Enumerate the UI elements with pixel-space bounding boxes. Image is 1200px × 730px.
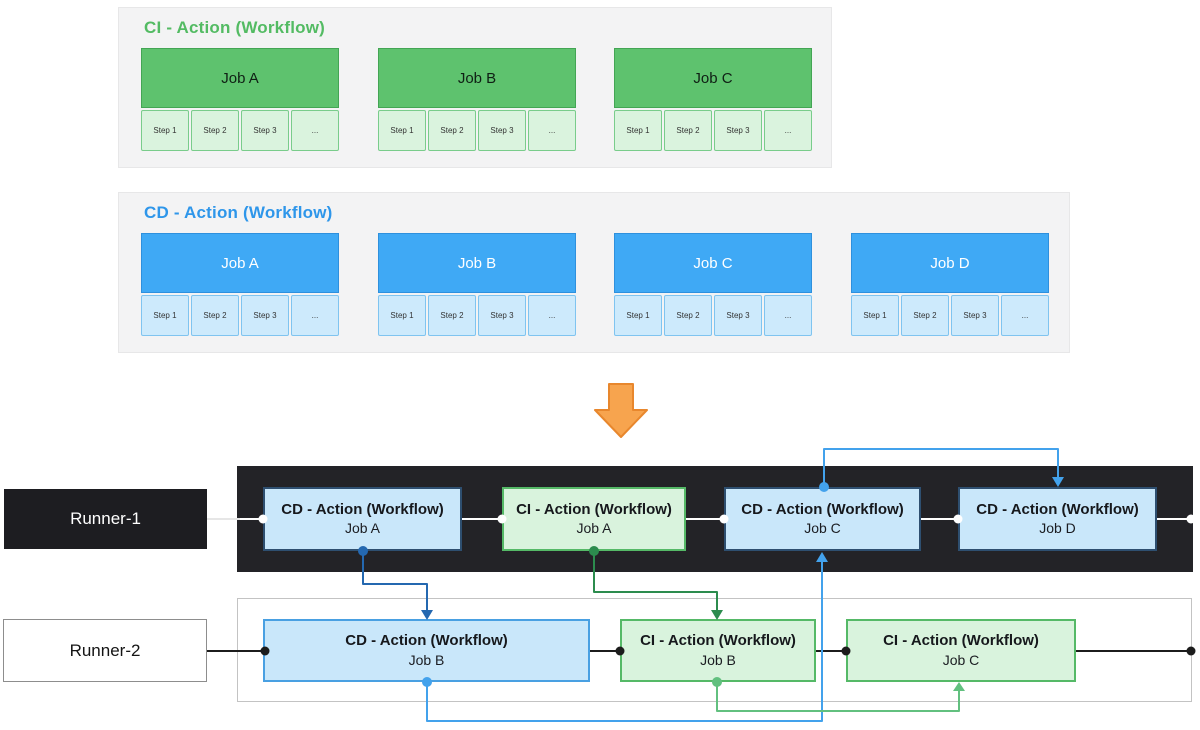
steps-row: Step 1 Step 2 Step 3 ... xyxy=(141,110,339,151)
steps-row: Step 1 Step 2 Step 3 ... xyxy=(614,110,812,151)
job-header: Job B xyxy=(378,233,576,293)
step-cell: Step 2 xyxy=(901,295,949,336)
steps-row: Step 1 Step 2 Step 3 ... xyxy=(141,295,339,336)
job-workflow-label: CI - Action (Workflow) xyxy=(640,632,796,650)
job-name-label: Job B xyxy=(408,651,445,668)
steps-row: Step 1 Step 2 Step 3 ... xyxy=(378,295,576,336)
step-cell: Step 1 xyxy=(141,295,189,336)
step-cell: Step 3 xyxy=(241,110,289,151)
job-header: Job D xyxy=(851,233,1049,293)
step-cell: Step 2 xyxy=(428,295,476,336)
step-cell: ... xyxy=(528,110,576,151)
step-cell: Step 1 xyxy=(378,295,426,336)
step-cell: Step 3 xyxy=(714,295,762,336)
steps-row: Step 1 Step 2 Step 3 ... xyxy=(378,110,576,151)
job-name-label: Job A xyxy=(576,520,612,537)
cd-job-a: Job A Step 1 Step 2 Step 3 ... xyxy=(141,233,339,336)
step-cell: Step 1 xyxy=(378,110,426,151)
cd-job-d: Job D Step 1 Step 2 Step 3 ... xyxy=(851,233,1049,336)
step-cell: Step 3 xyxy=(478,295,526,336)
runner1-ci-job-a: CI - Action (Workflow) Job A xyxy=(502,487,686,551)
cd-workflow-panel: CD - Action (Workflow) Job A Step 1 Step… xyxy=(118,192,1070,353)
cd-job-b: Job B Step 1 Step 2 Step 3 ... xyxy=(378,233,576,336)
runner1-label: Runner-1 xyxy=(4,489,207,549)
step-cell: ... xyxy=(291,110,339,151)
ci-job-c: Job C Step 1 Step 2 Step 3 ... xyxy=(614,48,812,151)
runner2-label: Runner-2 xyxy=(3,619,207,682)
steps-row: Step 1 Step 2 Step 3 ... xyxy=(851,295,1049,336)
step-cell: Step 3 xyxy=(714,110,762,151)
job-name-label: Job A xyxy=(344,520,381,537)
job-workflow-label: CD - Action (Workflow) xyxy=(345,632,508,650)
steps-row: Step 1 Step 2 Step 3 ... xyxy=(614,295,812,336)
step-cell: ... xyxy=(1001,295,1049,336)
ci-job-a: Job A Step 1 Step 2 Step 3 ... xyxy=(141,48,339,151)
cd-panel-title: CD - Action (Workflow) xyxy=(144,203,333,222)
step-cell: Step 2 xyxy=(191,110,239,151)
ci-panel-title: CI - Action (Workflow) xyxy=(144,18,325,37)
ci-workflow-panel: CI - Action (Workflow) Job A Step 1 Step… xyxy=(118,7,832,168)
down-arrow-icon xyxy=(594,383,648,438)
step-cell: Step 2 xyxy=(664,295,712,336)
step-cell: Step 2 xyxy=(664,110,712,151)
job-workflow-label: CI - Action (Workflow) xyxy=(516,500,672,518)
job-workflow-label: CD - Action (Workflow) xyxy=(741,500,904,518)
job-header: Job C xyxy=(614,233,812,293)
job-header: Job C xyxy=(614,48,812,108)
runner2-ci-job-b: CI - Action (Workflow) Job B xyxy=(620,619,816,682)
step-cell: Step 1 xyxy=(614,110,662,151)
step-cell: Step 1 xyxy=(851,295,899,336)
step-cell: Step 3 xyxy=(478,110,526,151)
step-cell: Step 2 xyxy=(191,295,239,336)
job-header: Job A xyxy=(141,233,339,293)
step-cell: ... xyxy=(764,295,812,336)
step-cell: Step 3 xyxy=(241,295,289,336)
step-cell: ... xyxy=(291,295,339,336)
runner1-cd-job-a: CD - Action (Workflow) Job A xyxy=(263,487,462,551)
runner1-cd-job-c: CD - Action (Workflow) Job C xyxy=(724,487,921,551)
step-cell: ... xyxy=(528,295,576,336)
job-header: Job B xyxy=(378,48,576,108)
step-cell: Step 1 xyxy=(614,295,662,336)
job-name-label: Job D xyxy=(1039,520,1076,537)
job-name-label: Job B xyxy=(700,651,736,668)
runner1-cd-job-d: CD - Action (Workflow) Job D xyxy=(958,487,1157,551)
runner2-cd-job-b: CD - Action (Workflow) Job B xyxy=(263,619,590,682)
job-workflow-label: CI - Action (Workflow) xyxy=(883,632,1039,650)
job-workflow-label: CD - Action (Workflow) xyxy=(281,500,444,518)
step-cell: Step 3 xyxy=(951,295,999,336)
job-workflow-label: CD - Action (Workflow) xyxy=(976,500,1139,518)
step-cell: ... xyxy=(764,110,812,151)
cd-job-c: Job C Step 1 Step 2 Step 3 ... xyxy=(614,233,812,336)
step-cell: Step 2 xyxy=(428,110,476,151)
job-header: Job A xyxy=(141,48,339,108)
runner2-ci-job-c: CI - Action (Workflow) Job C xyxy=(846,619,1076,682)
job-name-label: Job C xyxy=(804,520,841,537)
step-cell: Step 1 xyxy=(141,110,189,151)
job-name-label: Job C xyxy=(942,651,980,668)
ci-job-b: Job B Step 1 Step 2 Step 3 ... xyxy=(378,48,576,151)
